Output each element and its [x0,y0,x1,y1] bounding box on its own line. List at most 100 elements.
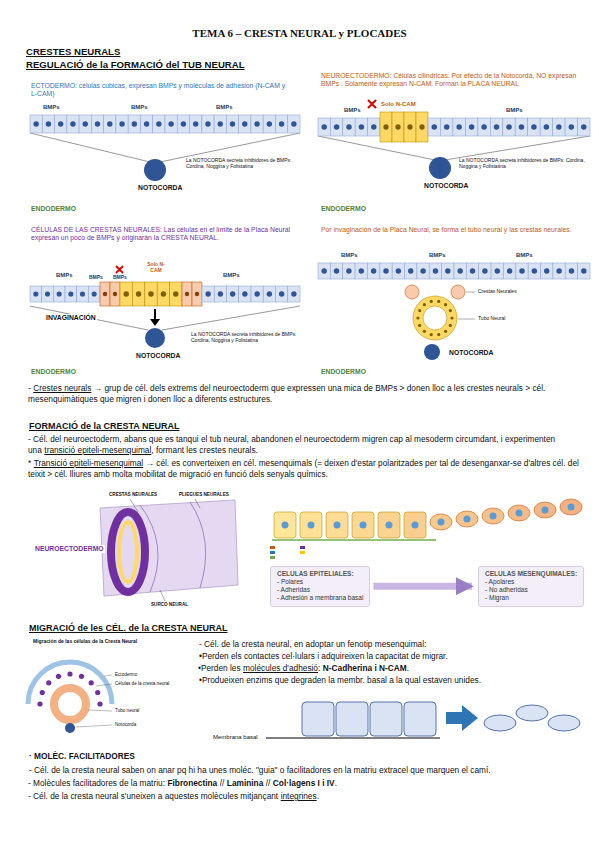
text-label: La NOTOCORDA secreta inhibidores de BMPs… [458,158,588,170]
box-text: CELULAS EPITELIALES: [277,570,363,578]
text-label: · MOLÈC. FACILITADORES [28,751,136,762]
text-label: REGULACIÓ de la FORMACIÓ del TUB NEURAL [25,59,246,70]
illustration-part [162,306,300,330]
illustration-part [429,157,451,179]
illustration-part [288,286,300,302]
illustration-part [405,263,417,279]
illustration-part [53,286,65,302]
illustration-part [104,115,116,133]
illustration-part [383,268,388,273]
illustration-part [464,516,471,523]
illustration-part [568,504,575,511]
text-label: PLIEGUES NEURALES [178,492,230,497]
illustration-part [275,115,287,133]
illustration-part [386,522,393,529]
illustration-part [45,291,50,296]
text-label: CÉLULAS DE LAS CRESTAS NEURALES: Las cél… [30,226,294,242]
illustration-part [330,118,342,136]
illustration-part [65,286,77,302]
illustration-part [478,118,490,136]
illustration-part [367,263,379,279]
illustration-part [453,118,465,136]
illustration-part [445,268,450,273]
text-label: NOTOCORDA [137,184,183,192]
illustration-part [542,507,549,514]
text-label: MIGRACIÓ de les CÉL. de la CRESTA NEURAL [28,623,229,633]
text-run: // [266,778,271,788]
text-label: ENDODERMO [320,205,367,213]
illustration-part [251,286,263,302]
illustration-part [205,121,210,126]
illustration-part [263,115,275,133]
illustration-part [30,133,150,162]
illustration-part [569,268,574,273]
illustration-part [160,590,165,601]
illustration-part [445,136,590,160]
paragraph: •Perden lesmolécules d'adhesió:N-Cadheri… [198,663,590,674]
text-run: N-Cadherina i N-CAM [323,663,407,673]
illustration-part [154,309,156,320]
illustration-part [58,121,63,126]
text-label: BMPs [428,252,447,259]
illustration-part [33,291,38,296]
text-label: CRESTAS NEURALES [108,492,158,497]
illustration-part [95,121,100,126]
text-run: molécules d'adhesió [243,663,318,673]
illustration-part [405,285,419,299]
illustration-part [30,306,148,330]
illustration-part [239,115,251,133]
illustration-part [270,551,275,554]
illustration-part [92,291,97,296]
cell-type-box: CELULAS EPITELIALES:- Polares- Adheridas… [270,566,370,607]
illustration-part [70,121,75,126]
text-label: BMPs [55,272,74,279]
illustration-part [79,115,91,133]
text-label: BMPs [505,107,524,114]
illustration-part [30,286,42,302]
illustration-part [352,512,374,538]
text-label: ECTODERMO: células cubicas, expresan BMP… [30,82,287,98]
illustration-part [451,285,465,299]
illustration-part [431,124,436,129]
illustration-part [449,324,452,327]
illustration-part [97,701,102,706]
text-run: * [28,458,31,468]
illustration-part [300,551,305,554]
illustration-part [482,508,504,524]
text-run: Laminina [227,778,263,788]
text-label: Ectodermo [114,672,138,677]
epithelial-cells [302,702,580,736]
illustration-part [190,115,202,133]
illustration-part [371,124,376,129]
illustration-part [55,115,67,133]
text-label: FORMACIÓ de la CRESTA NEURAL [28,421,181,431]
neural-tube-nuclei [416,300,453,336]
illustration-part [469,124,474,129]
illustration-part [507,268,512,273]
illustration-part [548,715,580,731]
text-label: - Cél. de la cresta neural, en adoptar u… [198,639,592,650]
paragraph: - Molècules facilitadores de la matriu:F… [28,778,593,789]
illustration-part [116,266,123,273]
illustration-part [371,268,376,273]
text-run: // [220,778,225,788]
illustration-part [336,702,368,736]
illustration-part [230,121,235,126]
illustration-part [544,124,549,129]
text-label: Solo N-CAM [141,262,171,274]
illustration-part [541,263,553,279]
illustration-part [449,309,452,312]
illustration-part [343,118,355,136]
illustration-part [429,263,441,279]
illustration-part [417,263,429,279]
illustration-part [395,124,400,129]
illustration-part [68,291,73,296]
illustration-part [404,702,436,736]
illustration-part [42,115,54,133]
illustration-part [446,705,478,731]
illustration-part [88,286,100,302]
text-label: INVAGINACIÓN [45,314,97,322]
box-text: - Adheridas [277,586,363,594]
illustration-part [214,115,226,133]
text-label: BMPs [112,275,128,281]
